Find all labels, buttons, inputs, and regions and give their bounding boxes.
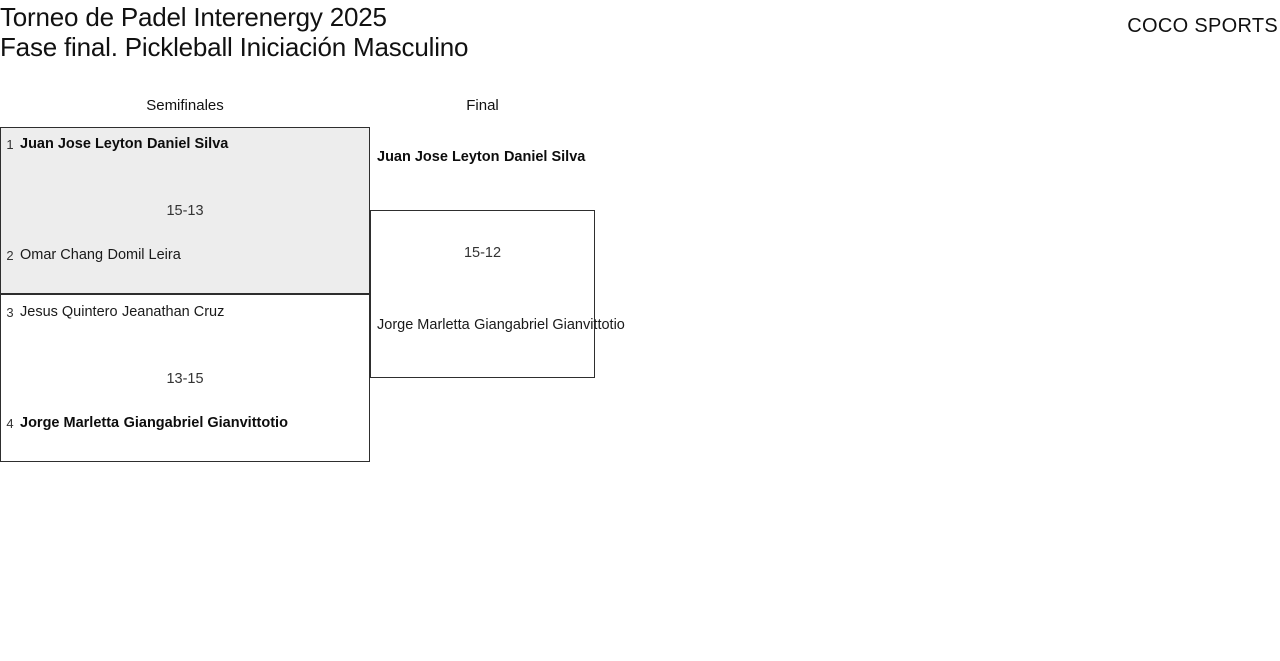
player-name: Jorge Marletta bbox=[20, 415, 120, 431]
player-name: Giangabriel Gianvittotio bbox=[474, 317, 625, 333]
semifinal-1-team-bottom[interactable]: 2 Omar Chang Domil Leira bbox=[0, 246, 181, 265]
semifinal-1-team-top[interactable]: 1 Juan Jose Leyton Daniel Silva bbox=[0, 135, 228, 154]
player-name: Omar Chang bbox=[20, 247, 104, 263]
semifinal-2-team-bottom[interactable]: 4 Jorge Marletta Giangabriel Gianvittoti… bbox=[0, 414, 288, 433]
final-match-box[interactable] bbox=[370, 210, 595, 378]
player-name: Jorge Marletta bbox=[377, 317, 470, 333]
final-team-top[interactable]: Juan Jose Leyton Daniel Silva bbox=[377, 148, 585, 167]
round-heading-semifinals: Semifinales bbox=[146, 97, 224, 114]
seed-number: 2 bbox=[6, 248, 14, 263]
player-name: Daniel Silva bbox=[503, 149, 586, 165]
team-names: Jesus Quintero Jeanathan Cruz bbox=[20, 303, 224, 322]
team-names: Jorge Marletta Giangabriel Gianvittotio bbox=[377, 316, 625, 335]
seed-number: 4 bbox=[6, 416, 14, 431]
semifinal-2-score: 13-15 bbox=[166, 371, 204, 387]
seed-number: 3 bbox=[6, 305, 14, 320]
player-name: Juan Jose Leyton bbox=[20, 136, 143, 152]
tournament-header: Torneo de Padel Interenergy 2025 Fase fi… bbox=[0, 0, 1000, 62]
player-name: Daniel Silva bbox=[146, 136, 229, 152]
semifinal-1-score: 15-13 bbox=[166, 203, 204, 219]
semifinal-match-2-box[interactable] bbox=[0, 294, 370, 462]
final-team-bottom[interactable]: Jorge Marletta Giangabriel Gianvittotio bbox=[377, 316, 625, 335]
tournament-bracket: 1 Juan Jose Leyton Daniel Silva 2 Omar C… bbox=[0, 0, 640, 480]
team-names: Jorge Marletta Giangabriel Gianvittotio bbox=[20, 414, 288, 433]
team-names: Juan Jose Leyton Daniel Silva bbox=[377, 148, 585, 167]
player-name: Juan Jose Leyton bbox=[377, 149, 500, 165]
player-name: Domil Leira bbox=[107, 247, 181, 263]
brand-logo-text: COCO SPORTS bbox=[1127, 15, 1278, 37]
round-heading-final: Final bbox=[466, 97, 499, 114]
team-names: Omar Chang Domil Leira bbox=[20, 246, 181, 265]
player-name: Jeanathan Cruz bbox=[121, 304, 225, 320]
player-name: Jesus Quintero bbox=[20, 304, 118, 320]
team-names: Juan Jose Leyton Daniel Silva bbox=[20, 135, 228, 154]
semifinal-match-1-box[interactable] bbox=[0, 127, 370, 294]
player-name: Giangabriel Gianvittotio bbox=[123, 415, 288, 431]
tournament-title-line-2: Fase final. Pickleball Iniciación Mascul… bbox=[0, 32, 469, 62]
seed-number: 1 bbox=[6, 137, 14, 152]
tournament-title-line-1: Torneo de Padel Interenergy 2025 bbox=[0, 2, 387, 32]
final-score: 15-12 bbox=[463, 245, 502, 261]
semifinal-2-team-top[interactable]: 3 Jesus Quintero Jeanathan Cruz bbox=[0, 303, 224, 322]
